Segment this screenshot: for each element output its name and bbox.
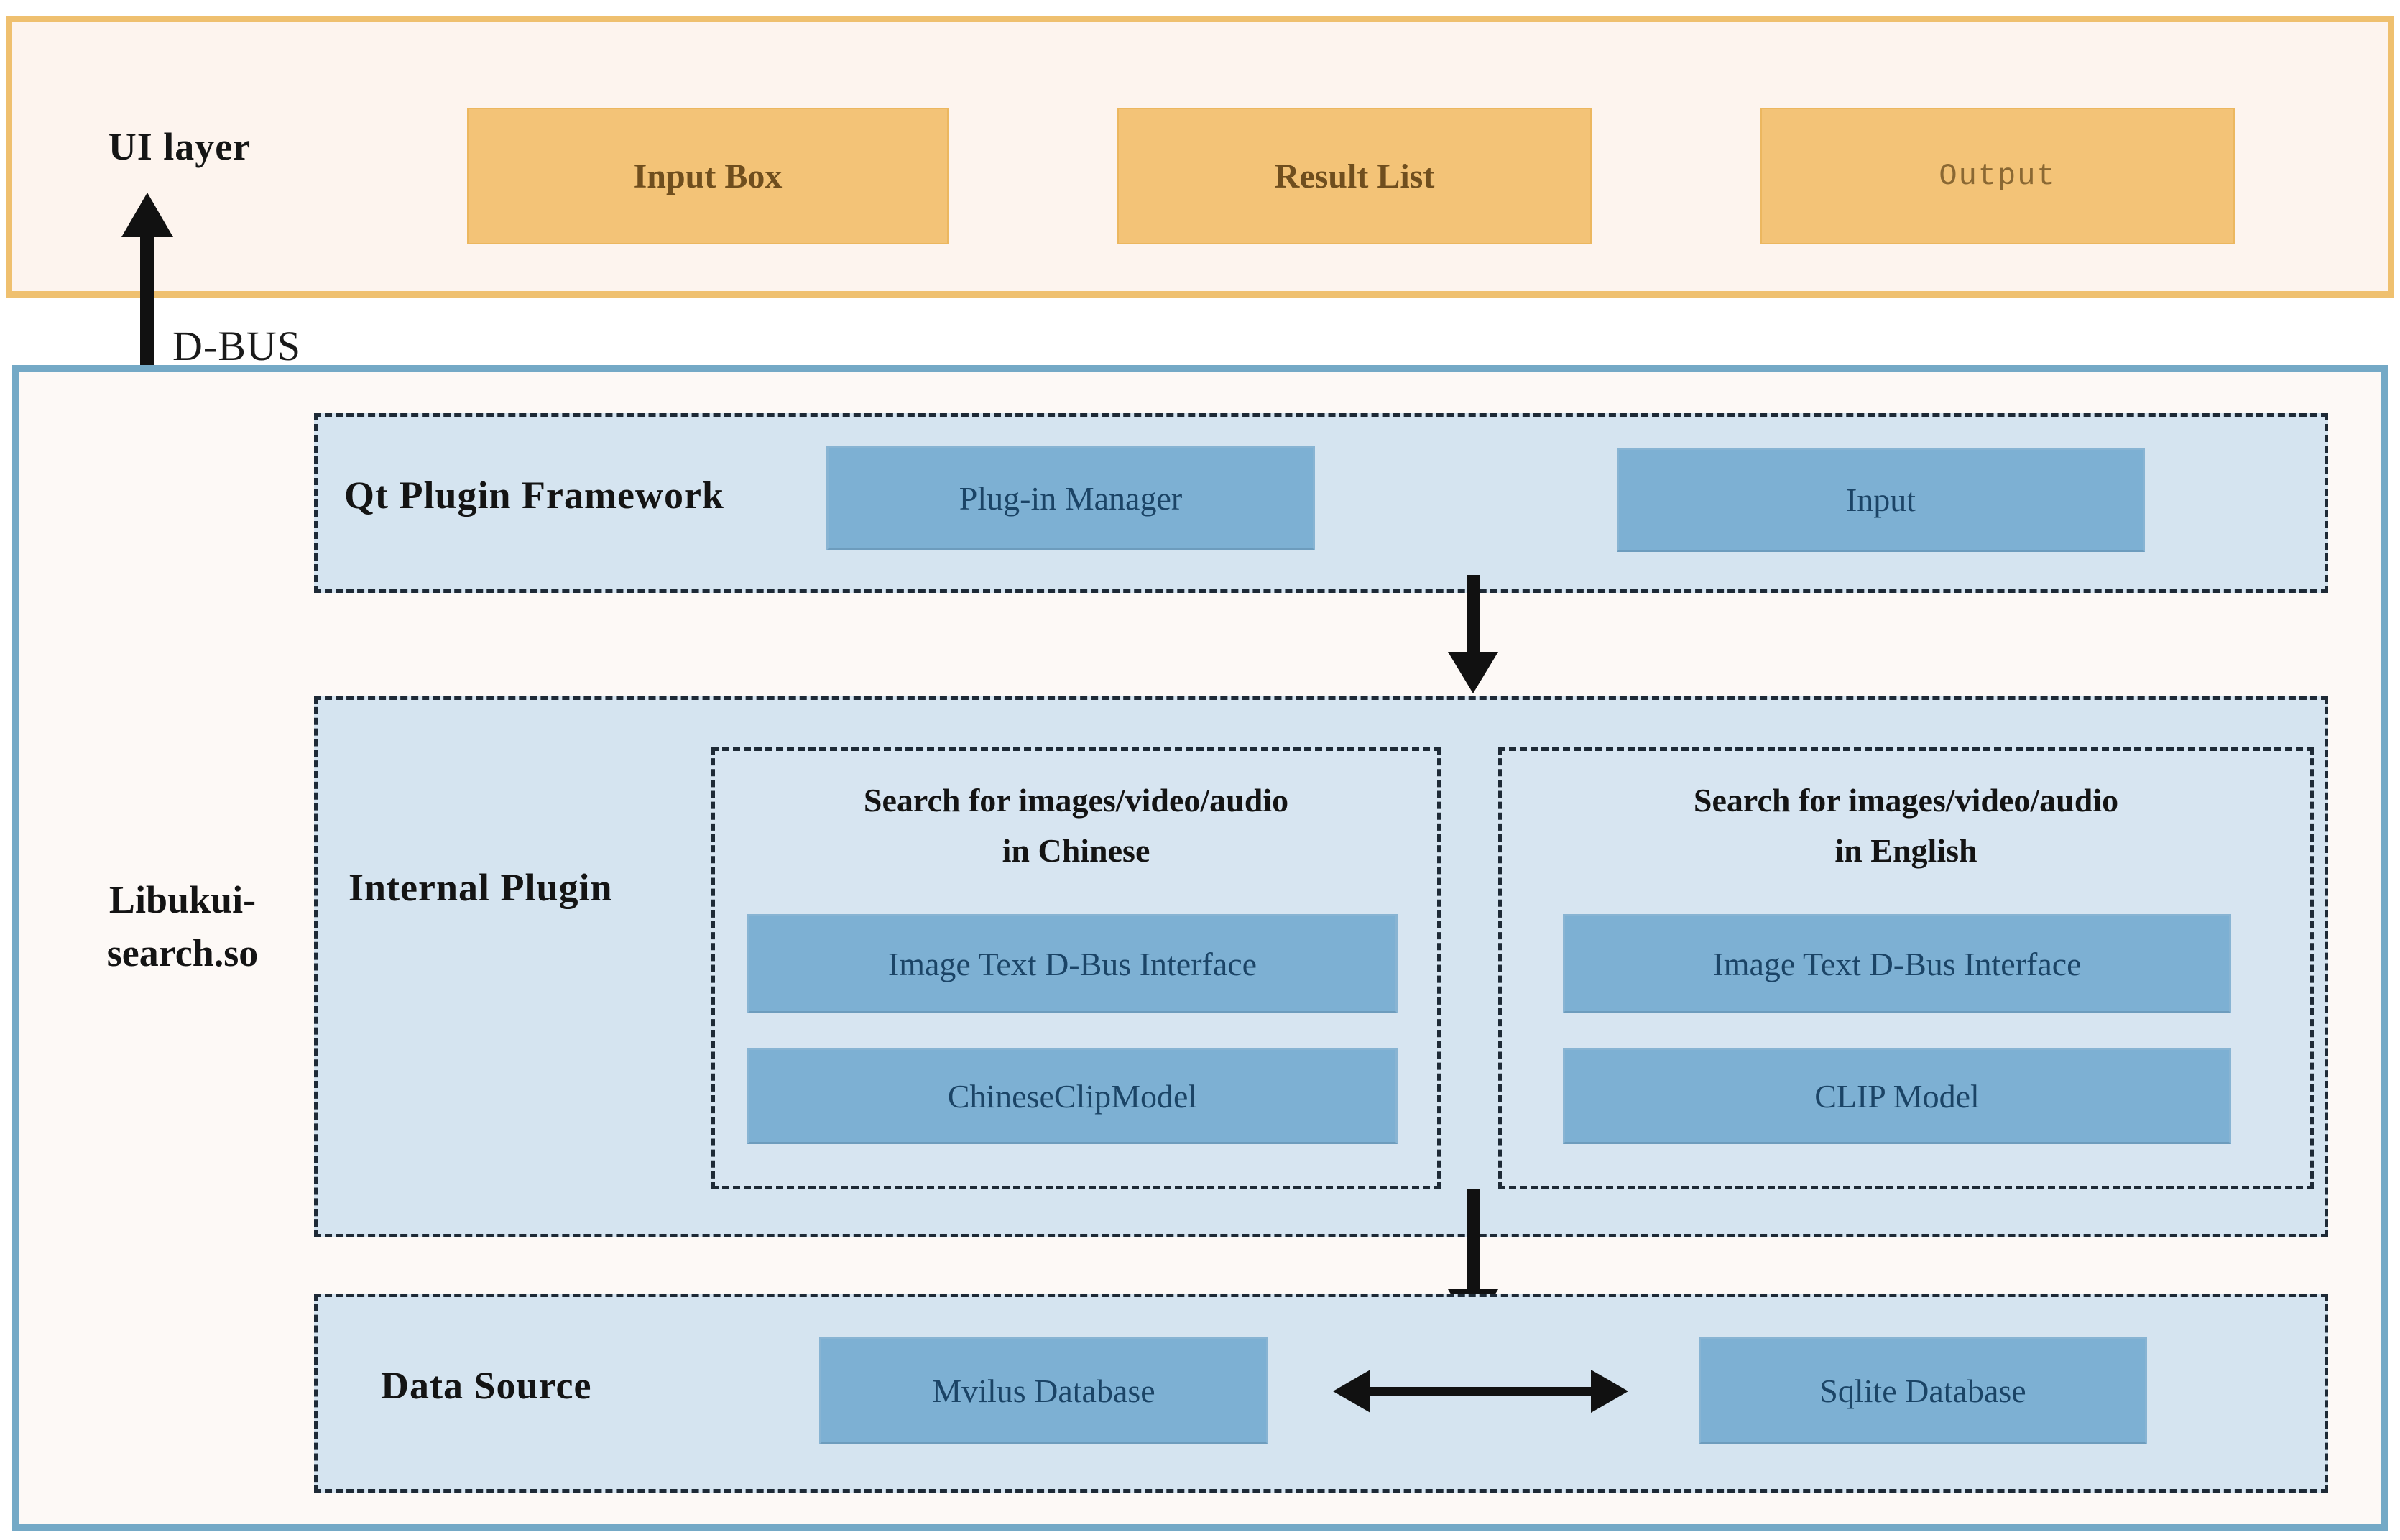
english-dbus-interface-label: Image Text D-Bus Interface: [1712, 945, 2082, 982]
english-search-title-line1: Search for images/video/audio: [1693, 782, 2119, 819]
arrow-shaft: [1467, 1189, 1480, 1293]
ui-layer-container: UI layer Input Box Result List Output: [6, 16, 2394, 298]
data-source-panel: Data Source Mvilus Database Sqlite Datab…: [314, 1294, 2328, 1493]
data-source-label: Data Source: [381, 1364, 592, 1407]
chinese-dbus-interface-label: Image Text D-Bus Interface: [887, 945, 1257, 982]
down-arrow-icon: [1448, 575, 1498, 693]
plugin-manager-label: Plug-in Manager: [959, 480, 1183, 517]
sqlite-database-node: Sqlite Database: [1699, 1337, 2147, 1444]
ui-layer-label: UI layer: [108, 125, 251, 168]
chinese-clip-model-label: ChineseClipModel: [947, 1077, 1198, 1115]
output-node: Output: [1760, 108, 2235, 244]
arrow-shaft: [1467, 575, 1480, 655]
output-label: Output: [1939, 159, 2057, 193]
libukui-search-container: Libukui- search.so Qt Plugin Framework P…: [12, 365, 2388, 1531]
library-name-line2: search.so: [106, 931, 259, 974]
english-search-title: Search for images/video/audio in English: [1502, 775, 2310, 876]
result-list-node: Result List: [1117, 108, 1592, 244]
bidirectional-arrow-icon: [1333, 1370, 1628, 1413]
chinese-search-title-line1: Search for images/video/audio: [863, 782, 1289, 819]
english-search-panel: Search for images/video/audio in English…: [1498, 747, 2314, 1189]
internal-plugin-label: Internal Plugin: [349, 866, 613, 909]
dbus-label: D-BUS: [172, 323, 302, 369]
chinese-clip-model-node: ChineseClipModel: [747, 1048, 1398, 1144]
chinese-search-title: Search for images/video/audio in Chinese: [715, 775, 1437, 876]
mvilus-database-label: Mvilus Database: [932, 1372, 1155, 1409]
arrow-up-head: [121, 193, 173, 237]
sqlite-database-label: Sqlite Database: [1819, 1372, 2026, 1409]
input-box-label: Input Box: [633, 157, 783, 195]
chinese-search-title-line2: in Chinese: [1002, 832, 1150, 869]
arrow-down-head: [1448, 652, 1498, 693]
input-box-node: Input Box: [467, 108, 949, 244]
internal-plugin-panel: Internal Plugin Search for images/video/…: [314, 696, 2328, 1237]
input-plugin-label: Input: [1845, 481, 1916, 518]
library-name-line1: Libukui-: [109, 878, 257, 921]
qt-plugin-framework-label: Qt Plugin Framework: [344, 474, 724, 517]
result-list-label: Result List: [1274, 157, 1435, 195]
arrow-shaft: [1365, 1387, 1597, 1396]
arrow-shaft: [140, 230, 154, 402]
chinese-dbus-interface-node: Image Text D-Bus Interface: [747, 914, 1398, 1013]
qt-plugin-framework-panel: Qt Plugin Framework Plug-in Manager Inpu…: [314, 413, 2328, 593]
clip-model-label: CLIP Model: [1814, 1077, 1980, 1115]
english-dbus-interface-node: Image Text D-Bus Interface: [1563, 914, 2231, 1013]
library-name-label: Libukui- search.so: [60, 873, 305, 979]
plugin-manager-node: Plug-in Manager: [826, 446, 1315, 550]
input-plugin-node: Input: [1617, 448, 2145, 552]
english-search-title-line2: in English: [1834, 832, 1977, 869]
arrow-right-head: [1591, 1370, 1628, 1413]
arrow-left-head: [1333, 1370, 1370, 1413]
chinese-search-panel: Search for images/video/audio in Chinese…: [711, 747, 1441, 1189]
clip-model-node: CLIP Model: [1563, 1048, 2231, 1144]
mvilus-database-node: Mvilus Database: [819, 1337, 1268, 1444]
